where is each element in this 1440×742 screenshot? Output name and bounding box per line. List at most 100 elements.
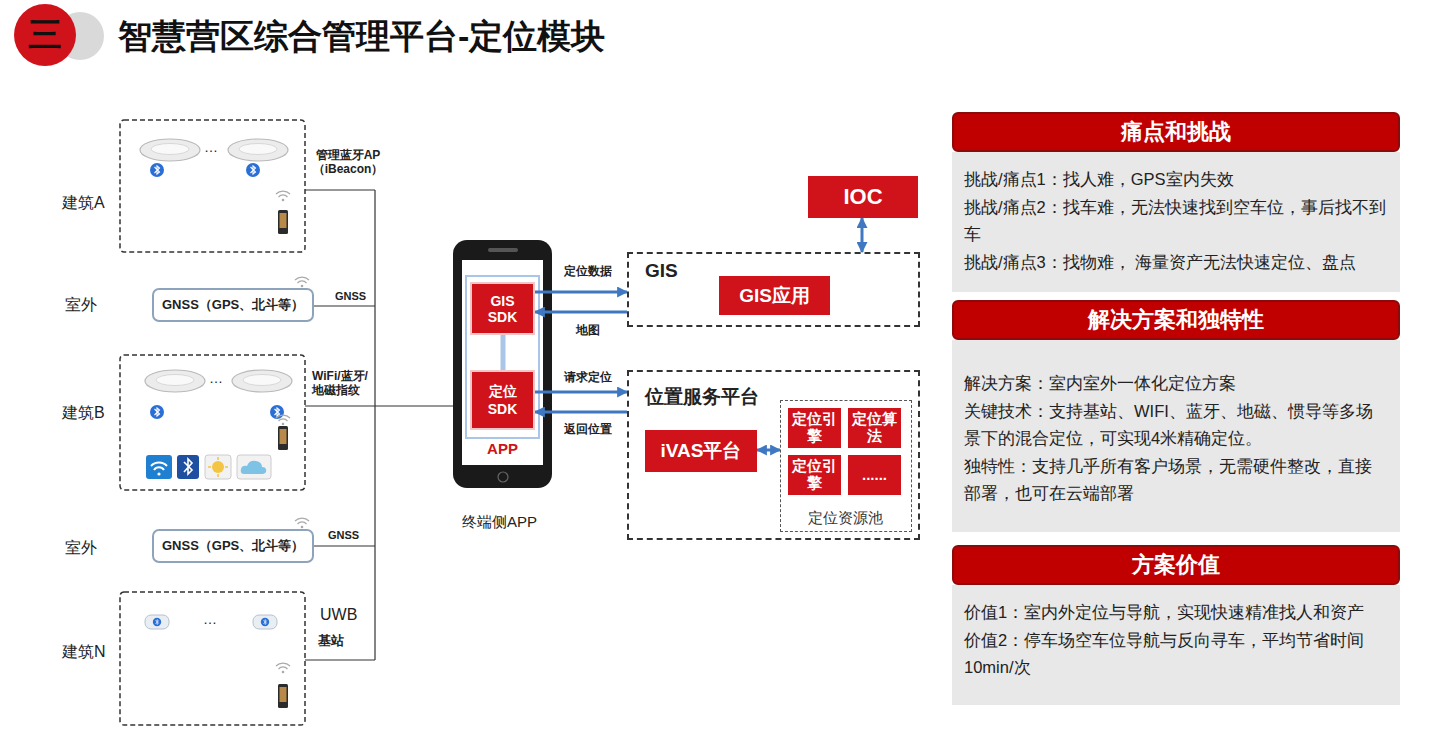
node-text: 挑战/痛点1：找人难，GPS室内失效 (964, 166, 1388, 192)
art-shape (278, 426, 288, 450)
signal-label: 管理蓝牙AP （iBeacon） (311, 148, 385, 177)
panel-header: 解决方案和独特性 (952, 300, 1400, 340)
art-shape (140, 139, 200, 161)
node-text: 定位引擎 (792, 458, 837, 492)
art-shape (310, 305, 375, 306)
building-b-outline (120, 355, 305, 490)
ellipsis: … (204, 139, 218, 156)
edge-label: 返回位置 (562, 421, 614, 438)
edge-label: 定位数据 (562, 263, 614, 280)
group-heading: APP (453, 440, 552, 457)
art-shape (150, 163, 164, 177)
flow-arrow (757, 449, 780, 452)
link-line (501, 335, 506, 370)
sensor-icons (146, 455, 271, 479)
node-text: 价值1：室内外定位与导航，实现快速精准找人和资产 (964, 599, 1388, 625)
flow-arrow (535, 391, 627, 394)
art-shape (295, 518, 309, 528)
building-label: 建筑A (62, 193, 105, 212)
node-text: iVAS平台 (661, 438, 742, 464)
panel-header: 方案价值 (952, 545, 1400, 585)
ellipsis: … (209, 370, 223, 387)
gis-group: GIS GIS应用 (627, 252, 920, 327)
art-shape (232, 370, 292, 392)
signal-label: 基站 (318, 633, 344, 649)
flow-arrow (535, 411, 627, 414)
flow-arrow (861, 218, 864, 252)
art-shape (145, 615, 169, 629)
panel-header: 痛点和挑战 (952, 112, 1400, 152)
node-text: 方案价值 (1132, 550, 1220, 580)
process-box: iVAS平台 (645, 430, 757, 472)
art-shape (278, 684, 288, 708)
gnss-box: GNSS（GPS、北斗等） (152, 529, 314, 563)
signal-label: GNSS (335, 290, 366, 303)
signal-label: GNSS (328, 529, 359, 542)
art-shape (237, 455, 271, 479)
ioc-box: IOC (808, 176, 918, 218)
resource-pool: 定位资源池定位引擎定位算法定位引擎...... (780, 400, 912, 532)
art-shape (305, 405, 455, 406)
art-shape (241, 461, 266, 474)
engine-box: 定位算法 (848, 408, 901, 448)
engine-box: 定位引擎 (788, 455, 841, 495)
art-shape (177, 455, 199, 479)
art-shape (151, 463, 167, 470)
art-shape (466, 276, 539, 438)
art-shape (153, 618, 161, 626)
section-badge: 三 (14, 4, 76, 66)
node-text: GIS应用 (739, 283, 810, 309)
caption-label: 终端侧APP (462, 513, 537, 531)
building-a-outline (120, 120, 305, 252)
node-text: 痛点和挑战 (1121, 117, 1231, 147)
art-shape (305, 659, 375, 660)
node-text: 挑战/痛点2：找车难，无法快速找到空车位，事后找不到车 (964, 194, 1388, 247)
art-shape (453, 240, 552, 488)
process-box: GIS应用 (719, 276, 830, 315)
art-shape (212, 461, 224, 473)
art-shape (261, 618, 269, 626)
node-text: 解决方案：室内室外一体化定位方案 (964, 370, 1388, 396)
art-shape (157, 472, 160, 475)
sdk-box: GIS SDK (470, 282, 535, 335)
gnss-box: GNSS（GPS、北斗等） (152, 288, 314, 322)
art-shape (145, 370, 205, 392)
art-shape (276, 191, 290, 201)
panel-body: 价值1：室内外定位与导航，实现快速精准找人和资产价值2：停车场空车位导航与反向寻… (952, 585, 1400, 705)
area-label: 室外 (65, 295, 97, 314)
engine-box: 定位引擎 (788, 408, 841, 448)
art-shape (208, 457, 228, 477)
phone-app: APP GIS SDK 定位SDK (453, 240, 552, 488)
building-label: 建筑N (62, 642, 106, 661)
panel-body: 解决方案：室内室外一体化定位方案关键技术：支持基站、WIFI、蓝牙、地磁、惯导等… (952, 340, 1400, 532)
node-text: 三 (28, 12, 62, 58)
art-shape (184, 459, 192, 474)
page-title: 智慧营区综合管理平台-定位模块 (118, 14, 605, 60)
art-shape (295, 277, 309, 287)
group-heading: GIS (645, 260, 678, 282)
edge-label: 请求定位 (562, 369, 614, 386)
art-shape (205, 455, 231, 479)
art-shape (146, 455, 172, 479)
phone-body (453, 240, 552, 488)
panel-body: 挑战/痛点1：找人难，GPS室内失效挑战/痛点2：找车难，无法快速找到空车位，事… (952, 152, 1400, 292)
art-shape (374, 190, 375, 660)
group-heading: 位置服务平台 (645, 384, 759, 410)
signal-label: UWB (320, 605, 357, 624)
node-text: 独特性：支持几乎所有客户场景，无需硬件整改，直接部署，也可在云端部署 (964, 453, 1388, 506)
art-shape (253, 615, 277, 629)
node-text: IOC (843, 184, 882, 210)
art-shape (150, 405, 164, 419)
platform-group: 位置服务平台 iVAS平台 定位资源池定位引擎定位算法定位引擎...... (627, 370, 920, 540)
node-text: 价值2：停车场空车位导航与反向寻车，平均节省时间10min/次 (964, 627, 1388, 680)
art-shape (228, 139, 288, 161)
art-shape (488, 248, 518, 252)
node-text: GIS SDK (474, 293, 531, 325)
art-shape (276, 663, 290, 673)
node-text: 关键技术：支持基站、WIFI、蓝牙、地磁、惯导等多场景下的混合定位，可实现4米精… (964, 398, 1388, 451)
node-text: 定位SDK (474, 383, 531, 417)
node-text: ...... (862, 467, 887, 484)
art-shape (305, 189, 375, 190)
area-label: 室外 (65, 538, 97, 557)
